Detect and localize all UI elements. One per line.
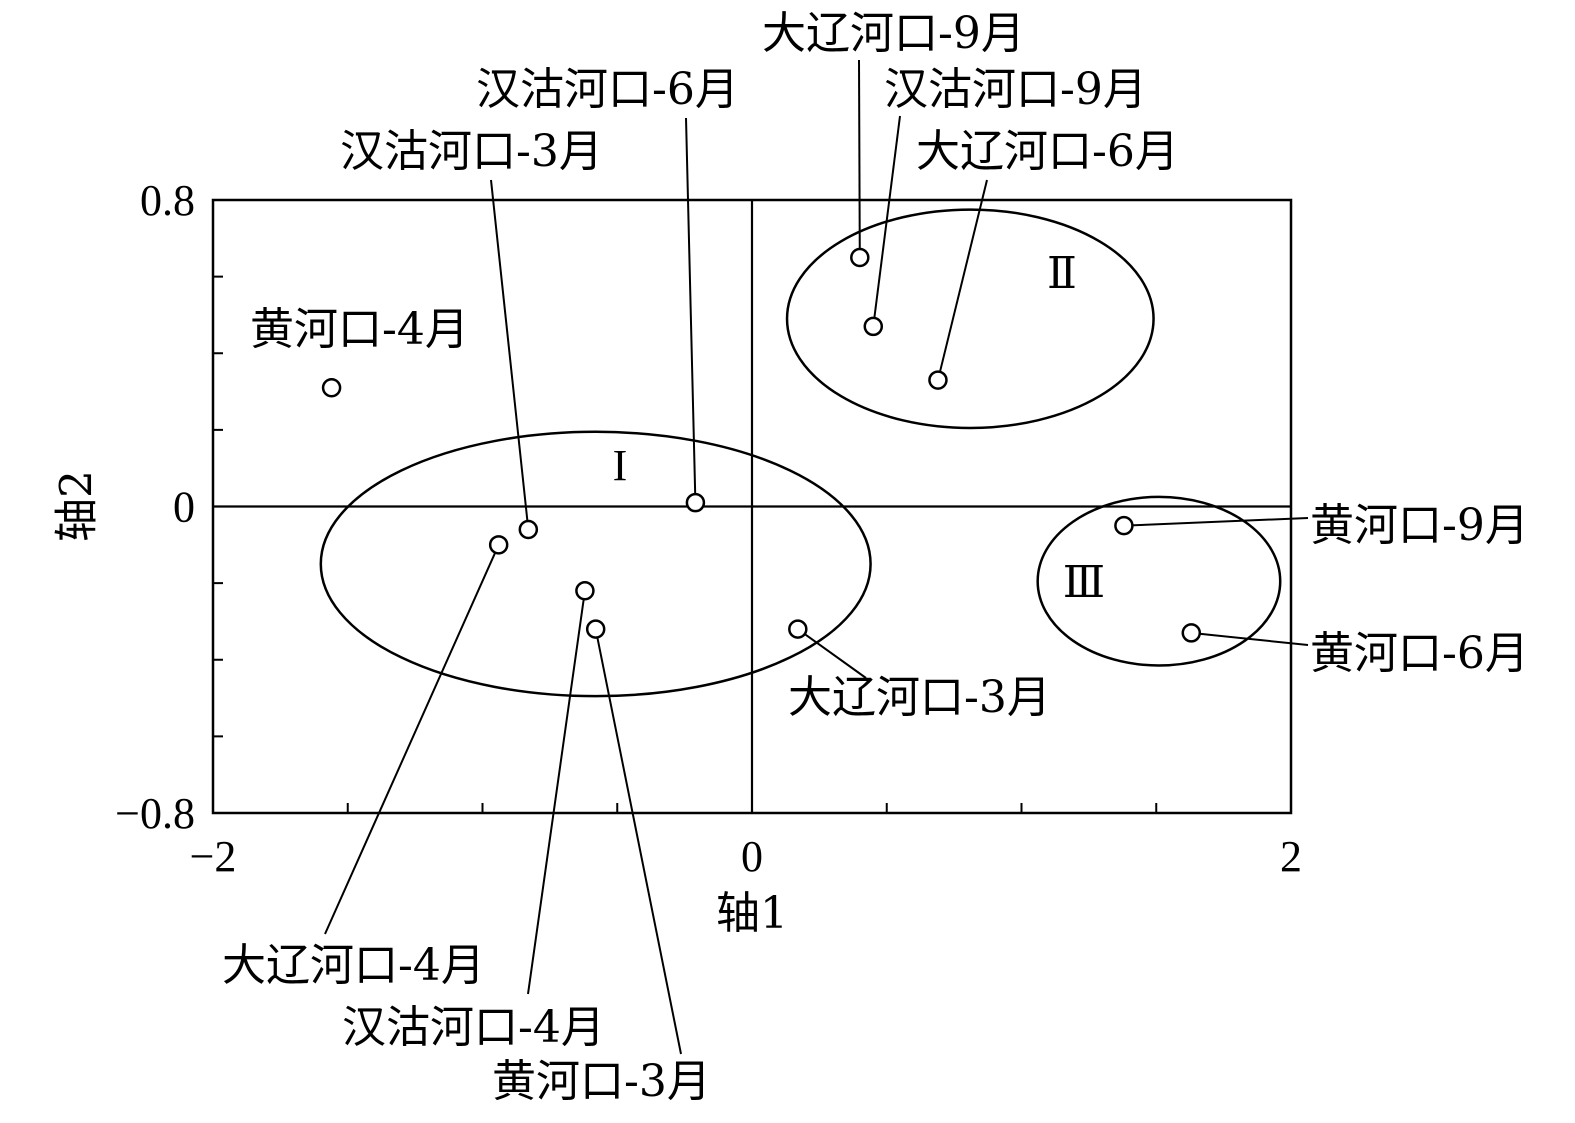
point-label: 汉沽河口-4月	[342, 1002, 605, 1053]
cluster-label: I	[613, 441, 628, 490]
data-point	[685, 492, 706, 513]
cluster-label: Ⅱ	[1047, 249, 1077, 298]
data-point	[928, 370, 948, 390]
cluster-ellipse	[319, 430, 872, 698]
cluster-label: Ⅲ	[1063, 558, 1105, 607]
point-label: 大辽河口-9月	[762, 8, 1025, 59]
leader-line	[936, 179, 988, 381]
leader-line	[1123, 517, 1309, 527]
leader-line	[324, 544, 500, 935]
point-label: 汉沽河口-9月	[884, 64, 1147, 115]
data-point	[585, 619, 606, 639]
leader-line	[872, 115, 901, 327]
x-tick-label: 2	[1280, 832, 1302, 881]
leader-line	[527, 590, 586, 995]
x-tick-label: −2	[190, 832, 237, 881]
y-axis-title: 轴2	[52, 470, 103, 542]
data-point	[518, 519, 539, 540]
leader-line	[594, 628, 682, 1055]
data-point	[321, 377, 342, 398]
leader-line	[685, 117, 697, 503]
leader-line	[797, 628, 867, 679]
y-tick-label: 0.8	[140, 176, 195, 225]
point-label: 汉沽河口-6月	[476, 64, 739, 115]
point-label: 黄河口-3月	[492, 1056, 711, 1107]
point-label: 大辽河口-4月	[222, 940, 485, 991]
x-axis-title: 轴1	[716, 888, 788, 939]
leader-line	[1191, 631, 1309, 646]
point-label: 大辽河口-6月	[916, 126, 1179, 177]
leader-line	[858, 59, 861, 258]
point-label: 黄河口-4月	[250, 304, 469, 355]
cluster-ellipse	[1036, 495, 1282, 667]
y-tick-label: −0.8	[115, 789, 195, 838]
point-label: 汉沽河口-3月	[340, 126, 603, 177]
point-label: 黄河口-6月	[1310, 628, 1529, 679]
data-point	[1114, 515, 1134, 536]
leader-line	[490, 179, 530, 530]
cluster-ellipse	[785, 208, 1155, 430]
data-point	[575, 581, 595, 601]
data-point	[863, 316, 884, 337]
data-point	[850, 247, 870, 268]
data-point	[1181, 623, 1202, 643]
data-point	[488, 535, 509, 555]
x-tick-label: 0	[741, 832, 763, 881]
point-label: 黄河口-9月	[1310, 500, 1529, 551]
data-point	[788, 619, 808, 639]
y-tick-label: 0	[173, 483, 195, 532]
point-label: 大辽河口-3月	[788, 672, 1051, 723]
